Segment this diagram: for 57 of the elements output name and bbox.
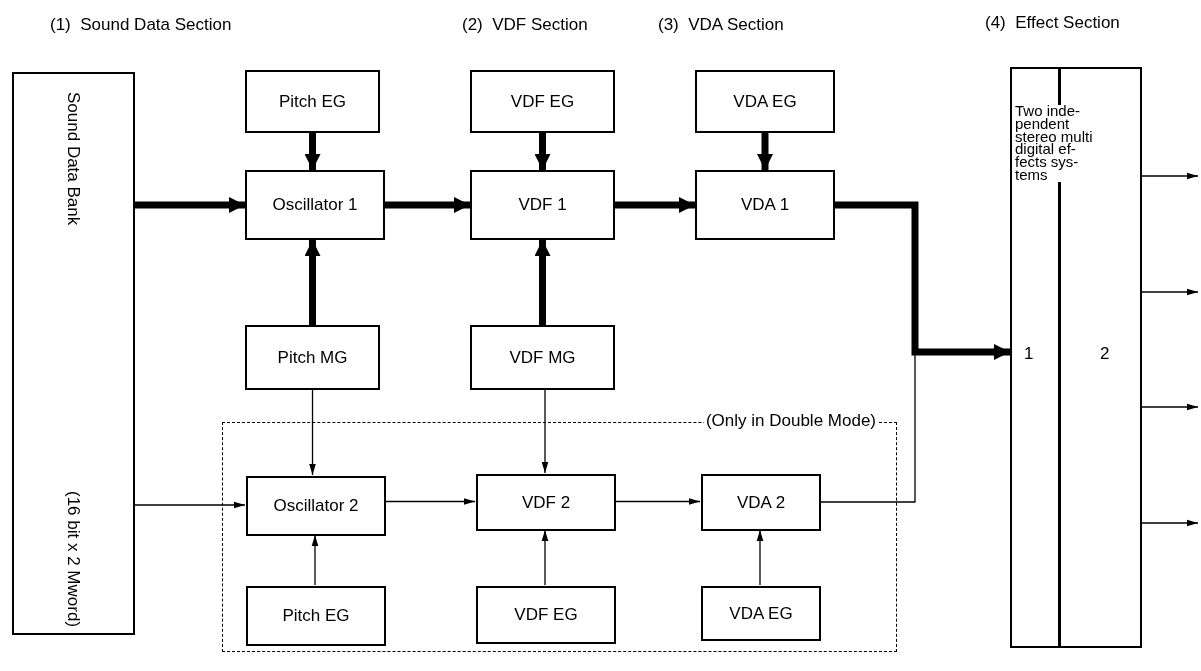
block-label: Pitch MG (277, 346, 348, 369)
arrow (135, 197, 245, 213)
arrow (756, 529, 764, 586)
arrow (1141, 172, 1199, 180)
arrow (304, 133, 321, 170)
arrow (1141, 403, 1199, 411)
block-box (701, 586, 821, 641)
block-label: VDA EG (729, 602, 793, 625)
arrow (534, 240, 551, 325)
block-box (476, 474, 616, 531)
block-label: VDF 1 (518, 194, 567, 217)
arrow (534, 133, 551, 170)
block-box (246, 586, 386, 646)
arrow (541, 389, 549, 474)
section-heading: (3) VDA Section (658, 14, 784, 36)
effect-box (1010, 67, 1142, 648)
block-box (695, 70, 835, 133)
arrow (1141, 519, 1199, 527)
arrow (1141, 288, 1199, 296)
section-heading: (4) Effect Section (985, 12, 1120, 34)
block-label: VDA EG (733, 90, 797, 113)
vertical-label: (16 bit x 2 Mword) (63, 490, 85, 627)
vertical-label: Sound Data Bank (63, 92, 85, 226)
block-label: VDF EG (514, 604, 578, 627)
arrow (309, 389, 316, 476)
arrow (311, 534, 319, 586)
block-label: VDF EG (510, 90, 575, 113)
block-box (245, 70, 380, 133)
arrow (385, 197, 470, 213)
arrow (615, 197, 695, 213)
channel-number: 1 (1024, 343, 1034, 365)
block-box (470, 170, 615, 240)
arrow (757, 133, 773, 170)
block-label: VDF MG (509, 346, 576, 369)
block-box (245, 170, 385, 240)
arrow (304, 240, 321, 325)
block-box (476, 586, 616, 644)
block-label: Oscillator 1 (272, 194, 358, 217)
block-label: VDF 2 (521, 491, 571, 514)
section-heading: (1) Sound Data Section (50, 14, 232, 36)
block-label: Oscillator 2 (273, 495, 359, 518)
block-box (695, 170, 835, 240)
block-label: Pitch EG (278, 90, 347, 113)
arrow (835, 201, 1010, 360)
memory-bank-box (12, 72, 135, 635)
block-box (701, 474, 821, 531)
channel-number: 2 (1100, 343, 1110, 365)
block-label: Pitch EG (282, 605, 350, 628)
block-label: VDA 1 (740, 194, 790, 217)
arrow (541, 529, 549, 586)
block-box (470, 70, 615, 133)
block-box (470, 325, 615, 390)
block-box (245, 325, 380, 390)
section-heading: (2) VDF Section (462, 14, 588, 36)
block-label: VDA 2 (736, 491, 786, 514)
block-box (246, 476, 386, 536)
arrow (134, 501, 246, 509)
